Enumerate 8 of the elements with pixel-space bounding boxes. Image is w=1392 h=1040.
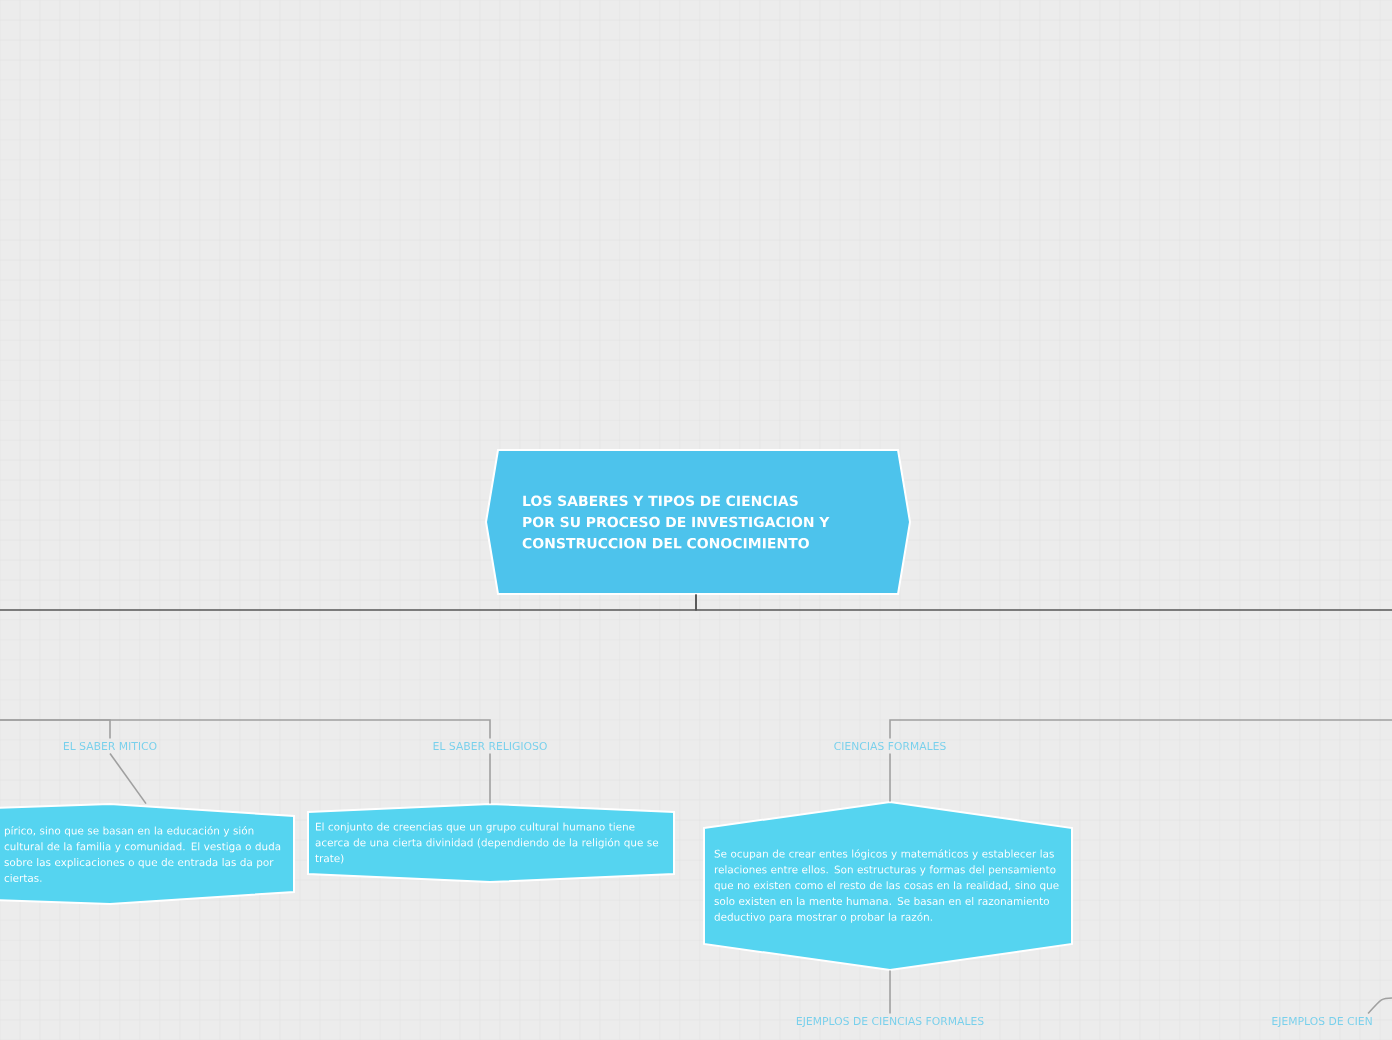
connector-line [1367,997,1392,1015]
connector-line [889,719,1392,740]
connector-line [889,752,891,803]
connector-line [109,752,147,805]
connector-line [0,719,491,740]
connector-line [889,969,891,1015]
connector-line [695,593,1392,611]
connector-line [489,752,491,805]
